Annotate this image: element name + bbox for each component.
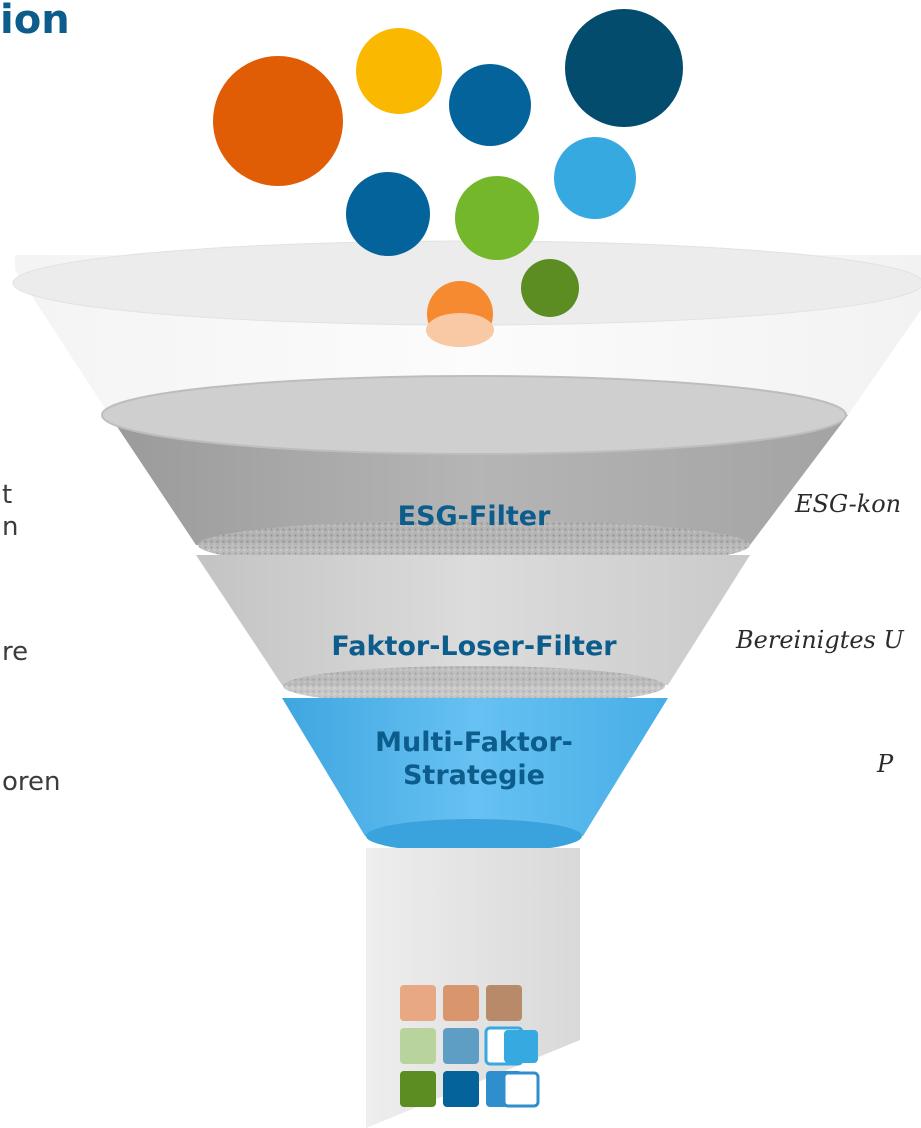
funnel-neck: [366, 819, 582, 853]
ball-icon: [356, 28, 442, 114]
ball-icon: [565, 9, 683, 127]
funnel-label-esg-filter: ESG-Filter: [397, 501, 551, 532]
ball-icon: [554, 137, 636, 219]
ball-icon: [213, 56, 343, 186]
ball-icon: [449, 64, 531, 146]
funnel-stage-multi-faktor: [282, 698, 668, 836]
left-text-fragment: n: [2, 512, 19, 542]
right-text-fragment: P: [877, 750, 894, 778]
funnel-label-multi-faktor-line2: Strategie: [402, 760, 545, 791]
mosaic-icon: [400, 985, 540, 1108]
funnel-label-multi-faktor-line1: Multi-Faktor-: [375, 727, 573, 758]
left-text-fragment: oren: [2, 767, 61, 797]
right-text-fragment: ESG-kon: [795, 490, 902, 518]
left-text-fragment: t: [2, 480, 13, 510]
funnel-stage-esg-rim: [101, 375, 847, 455]
right-text-fragment: Bereinigtes U: [736, 626, 904, 654]
page-title: ion: [0, 0, 70, 43]
ball-icon: [346, 172, 430, 256]
left-text-fragment: re: [2, 637, 29, 667]
ball-icon: [521, 259, 579, 317]
ball-icon: [455, 176, 539, 260]
funnel-label-faktor-loser-filter: Faktor-Loser-Filter: [331, 631, 617, 662]
funnel-stage-faktor-loser: [196, 555, 750, 685]
falling-balls: [213, 9, 683, 347]
